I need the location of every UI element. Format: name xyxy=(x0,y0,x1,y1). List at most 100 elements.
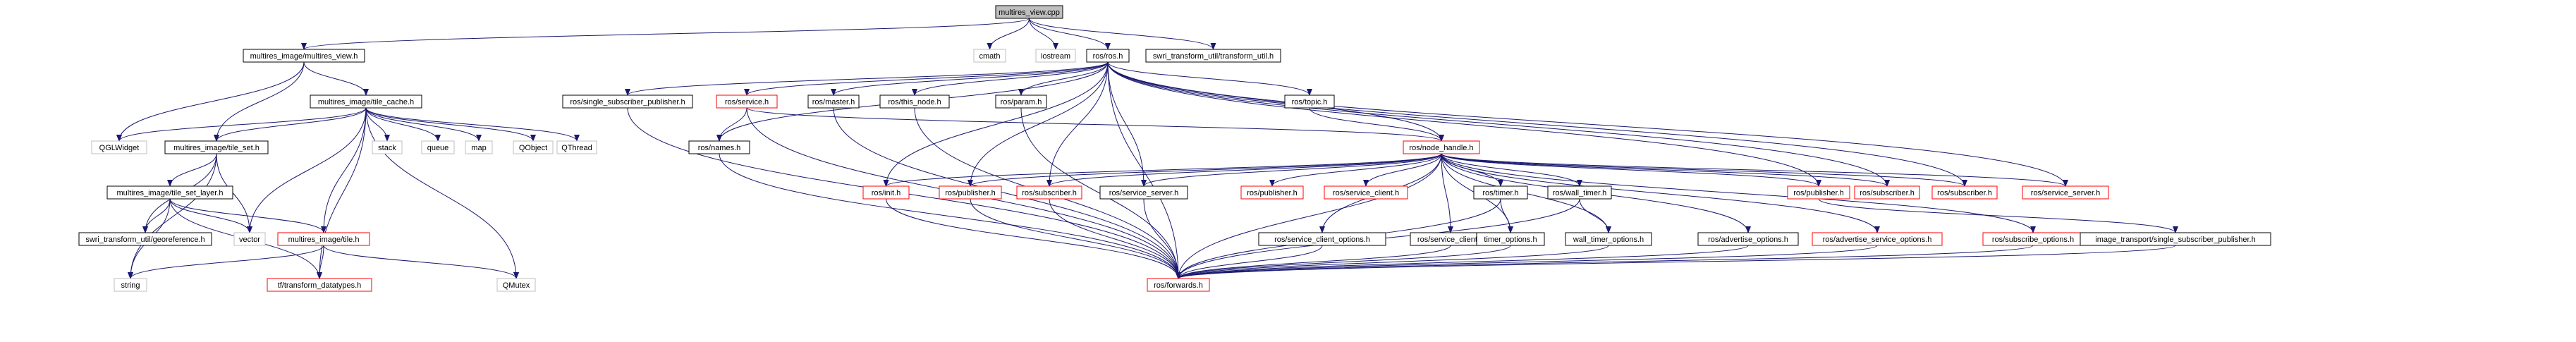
node-box xyxy=(1854,185,1920,200)
edge-node_handle-to-pub1 xyxy=(967,153,1442,187)
edge-pub3-to-it_ssp xyxy=(1818,198,2178,233)
node-forwards[interactable]: ros/forwards.h xyxy=(1147,278,1210,292)
edge-ros_h-to-sub2 xyxy=(1107,61,1890,187)
node-label: ros/names.h xyxy=(698,144,741,152)
node-box xyxy=(1147,278,1210,292)
edge-tile_cache-to-qthread xyxy=(365,107,580,142)
node-cmath: cmath xyxy=(973,49,1006,63)
edge-ros_h-to-pub3 xyxy=(1107,61,1821,187)
node-service-client1[interactable]: ros/service_client.h xyxy=(1324,185,1408,200)
edge-service-to-names xyxy=(716,107,747,142)
node-tile[interactable]: multires_image/tile.h xyxy=(277,232,370,246)
node-label: multires_image/tile_set.h xyxy=(173,144,260,152)
node-georef[interactable]: swri_transform_util/georeference.h xyxy=(78,232,212,246)
node-string: string xyxy=(114,278,147,292)
edge-names-to-forwards xyxy=(719,153,1181,279)
node-label: QThread xyxy=(561,144,592,152)
node-names[interactable]: ros/names.h xyxy=(688,140,750,154)
edge-topic-to-node_handle xyxy=(1309,107,1444,142)
node-box xyxy=(879,94,950,109)
node-label: ros/service_client.h xyxy=(1417,236,1484,244)
node-label: QObject xyxy=(519,144,547,152)
node-box xyxy=(78,232,212,246)
node-tile-set-layer[interactable]: multires_image/tile_set_layer.h xyxy=(106,185,233,200)
node-label: ros/topic.h xyxy=(1292,98,1328,106)
node-tile-set[interactable]: multires_image/tile_set.h xyxy=(164,140,269,154)
edge-tile_cache-to-tile xyxy=(321,107,367,233)
node-sub2[interactable]: ros/subscriber.h xyxy=(1854,185,1920,200)
node-adv-srv-options[interactable]: ros/advertise_service_options.h xyxy=(1812,232,1943,246)
node-label: swri_transform_util/transform_util.h xyxy=(1153,52,1274,61)
node-box xyxy=(465,140,493,154)
node-param[interactable]: ros/param.h xyxy=(995,94,1047,109)
node-box xyxy=(513,140,554,154)
edge-it_ssp-to-forwards xyxy=(1176,245,2176,279)
edge-wt_options-to-forwards xyxy=(1176,245,1609,279)
node-box xyxy=(243,49,365,63)
node-label: ros/forwards.h xyxy=(1154,281,1203,290)
edge-tile_cache-to-tile_set xyxy=(214,107,367,142)
node-adv-options[interactable]: ros/advertise_options.h xyxy=(1697,232,1799,246)
node-box xyxy=(164,140,269,154)
edge-root-to-iostream xyxy=(1029,18,1058,50)
edge-tile_cache-to-qmutex xyxy=(365,107,519,279)
node-srv-server1[interactable]: ros/service_server.h xyxy=(1099,185,1188,200)
edge-node_handle-to-sub_options xyxy=(1441,153,2036,233)
edge-tile_set_layer-to-georef xyxy=(142,198,171,233)
node-init[interactable]: ros/init.h xyxy=(862,185,910,200)
node-wt-options[interactable]: wall_timer_options.h xyxy=(1565,232,1652,246)
edge-tile_cache-to-qobject xyxy=(365,107,536,142)
node-sub-options[interactable]: ros/subscribe_options.h xyxy=(1982,232,2084,246)
node-wall-timer[interactable]: ros/wall_timer.h xyxy=(1547,185,1612,200)
node-ros-h[interactable]: ros/ros.h xyxy=(1086,49,1130,63)
node-label: ros/service.h xyxy=(725,98,769,106)
node-label: QMutex xyxy=(503,281,530,290)
node-service-client2[interactable]: ros/service_client.h xyxy=(1410,232,1491,246)
node-label: ros/single_subscriber_publisher.h xyxy=(570,98,685,106)
node-box xyxy=(233,232,266,246)
node-label: ros/service_server.h xyxy=(2031,189,2100,197)
node-box xyxy=(562,94,693,109)
node-timer[interactable]: ros/timer.h xyxy=(1473,185,1528,200)
node-tile-cache[interactable]: multires_image/tile_cache.h xyxy=(310,94,422,109)
node-sub3[interactable]: ros/subscriber.h xyxy=(1931,185,1998,200)
node-sc-options[interactable]: ros/service_client_options.h xyxy=(1258,232,1386,246)
node-tf-types[interactable]: tf/transform_datatypes.h xyxy=(267,278,372,292)
edge-tile_set-to-tile_set_layer xyxy=(167,153,217,187)
node-this-node[interactable]: ros/this_node.h xyxy=(879,94,950,109)
node-box xyxy=(1258,232,1386,246)
node-map: map xyxy=(465,140,493,154)
node-node-handle[interactable]: ros/node_handle.h xyxy=(1403,140,1480,154)
node-label: string xyxy=(121,281,140,290)
node-box xyxy=(556,140,597,154)
edge-node_handle-to-sub2 xyxy=(1441,153,1890,187)
node-box xyxy=(1931,185,1998,200)
edge-node_handle-to-adv_srv_options xyxy=(1441,153,1880,233)
node-pub3[interactable]: ros/publisher.h xyxy=(1787,185,1850,200)
edge-node_handle-to-pub3 xyxy=(1441,153,1821,187)
node-label: image_transport/single_subscriber_publis… xyxy=(2095,236,2255,244)
node-label: ros/init.h xyxy=(872,189,901,197)
node-service[interactable]: ros/service.h xyxy=(716,94,778,109)
node-it-ssp[interactable]: image_transport/single_subscriber_publis… xyxy=(2080,232,2271,246)
node-sub1[interactable]: ros/subscriber.h xyxy=(1016,185,1082,200)
edge-node_handle-to-service_client2 xyxy=(1441,153,1453,233)
node-mrv[interactable]: multires_image/multires_view.h xyxy=(243,49,365,63)
node-root[interactable]: multires_view.cpp xyxy=(995,5,1063,19)
node-srv-server2[interactable]: ros/service_server.h xyxy=(2022,185,2109,200)
node-qmutex: QMutex xyxy=(496,278,536,292)
node-master[interactable]: ros/master.h xyxy=(807,94,860,109)
node-box xyxy=(310,94,422,109)
edge-tile_set_layer-to-vector xyxy=(169,198,252,233)
node-pub2[interactable]: ros/publisher.h xyxy=(1240,185,1304,200)
node-swri-tu[interactable]: swri_transform_util/transform_util.h xyxy=(1145,49,1281,63)
node-label: ros/master.h xyxy=(812,98,855,106)
node-box xyxy=(995,94,1047,109)
node-pub1[interactable]: ros/publisher.h xyxy=(939,185,1002,200)
node-label: ros/ros.h xyxy=(1093,52,1123,61)
node-timer-options[interactable]: timer_options.h xyxy=(1476,232,1545,246)
node-topic[interactable]: ros/topic.h xyxy=(1284,94,1335,109)
node-ssp[interactable]: ros/single_subscriber_publisher.h xyxy=(562,94,693,109)
edge-tile_set_layer-to-tile xyxy=(169,198,326,233)
node-box xyxy=(1016,185,1082,200)
